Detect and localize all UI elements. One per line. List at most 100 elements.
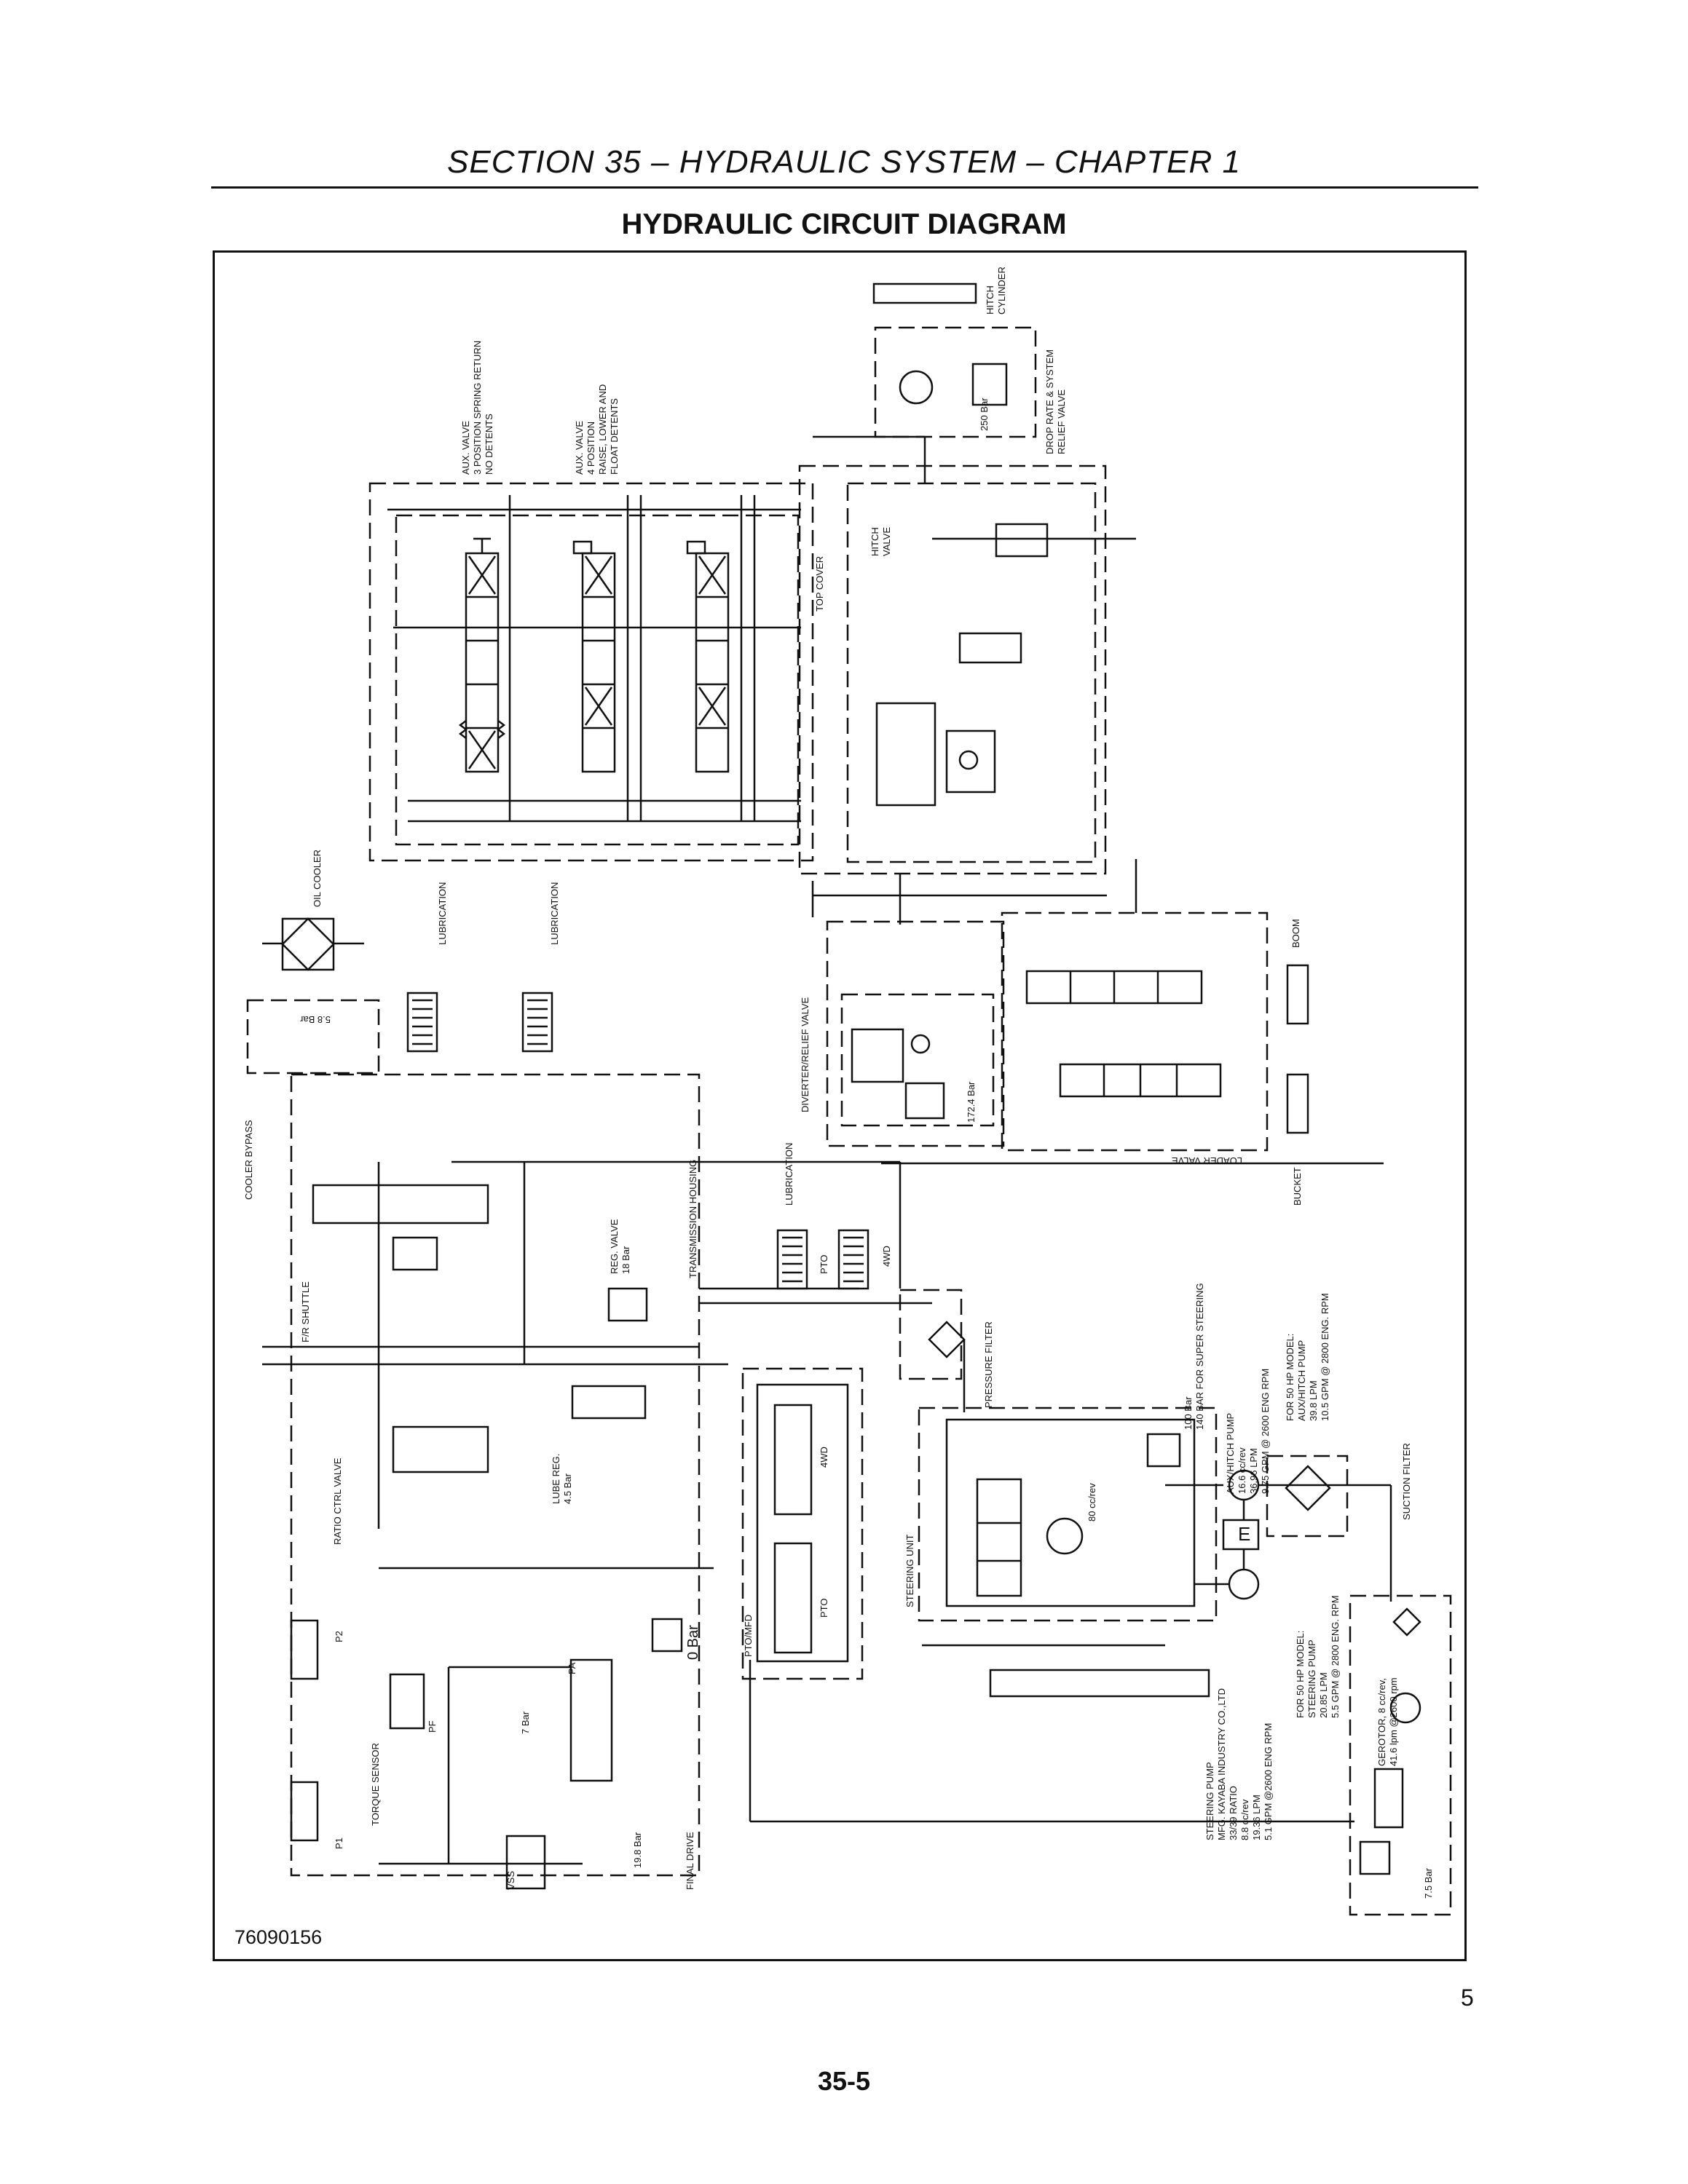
p1-cylinder [290,1781,319,1842]
loader-valve-outline [1001,911,1269,1152]
cooler-relief-pressure: 5.8 Bar [299,1014,331,1025]
bucket-label: BUCKET [1292,1167,1303,1206]
lubrication-1-cooler [406,992,438,1053]
boom-cylinder [1286,964,1309,1025]
aux-valve-3-spool [686,540,730,773]
diverter-relief-label: DIVERTER/RELIEF VALVE [800,997,811,1112]
page-footer: 35-5 [817,2066,871,2096]
svg-text:HITCH CYLINDER: HITCH CYLINDER [985,266,1007,314]
svg-text:LUBE REG. 4.5 Bar: LUBE REG. 4.5 Bar [551,1451,573,1504]
oil-cooler-label: OIL COOLER [312,850,323,907]
drop-rate-relief-outline [874,326,1037,438]
steering-unit-label: STEERING UNIT [904,1535,915,1607]
svg-text:STEERING PUMP MFG. KAYAB: STEERING PUMP MFG. KAYABA INDUSTRY CO.,L… [1204,1685,1274,1840]
lube-reg [571,1385,647,1420]
cooler-bypass-label: COOLER BYPASS [243,1120,254,1200]
transmission-housing-outline [290,1073,701,1877]
hitch-valve-block [995,523,1049,558]
torque-sensor-label: TORQUE SENSOR [370,1743,381,1826]
ratio-ctrl-valve [392,1425,489,1473]
pressure-filter-label: PRESSURE FILTER [983,1321,994,1408]
svg-text:DROP RATE & SYSTEM RELIE: DROP RATE & SYSTEM RELIEF VALVE [1044,347,1067,454]
ptomfd-pto-label: PTO [819,1599,829,1618]
diagram-frame [213,250,1467,1961]
ratio-ctrl-label: RATIO CTRL VALVE [332,1457,343,1545]
diagram-title: HYDRAULIC CIRCUIT DIAGRAM [621,208,1067,240]
lubrication-1-label: LUBRICATION [437,882,448,945]
fr-shuttle-valve [312,1184,489,1224]
diagram-reference-number: 76090156 [234,1926,323,1948]
svg-text:FOR 50 HP MODEL: AUX/HIT: FOR 50 HP MODEL: AUX/HITCH PUMP 39.8 LPM… [1285,1293,1330,1421]
page-number: 5 [1461,1985,1474,2011]
gerotor-pump [1389,1692,1421,1724]
steering-pump [1228,1568,1260,1600]
zero-bar-label: 0 Bar [685,1625,701,1660]
p1-label: P1 [334,1837,344,1849]
lubrication-2-cooler [521,992,553,1053]
pto-mfd-pto-valve [773,1542,813,1654]
svg-text:AUX. VALVE 4 POSITION: AUX. VALVE 4 POSITION RAISE, LOWER AND F… [574,381,620,475]
svg-text:FOR 50 HP MODEL: STEERIN: FOR 50 HP MODEL: STEERING PUMP 20.85 LPM… [1295,1595,1341,1718]
aux-valve-1-label-l1: AUX. VALVE [460,421,471,475]
ptomfd-label: PTO/MFD [743,1615,754,1657]
aux-valve-2-spool [572,540,616,773]
suction-filter-outline [1266,1455,1349,1538]
section-header: SECTION 35 – HYDRAULIC SYSTEM – CHAPTER … [447,144,1241,180]
seven-bar-label: 7 Bar [520,1711,531,1734]
pto-label: PTO [819,1255,829,1275]
suction-filter [1285,1465,1331,1511]
gerotor-relief-label: 7.5 Bar [1423,1867,1434,1899]
final-drive-valve [569,1658,613,1782]
p2-label: P2 [334,1631,344,1642]
final-drive-pressure-label: 19.8 Bar [632,1832,643,1868]
svg-text:AUX. VALVE 3 POSITION SP: AUX. VALVE 3 POSITION SPRING RETURN NO D… [460,338,494,475]
engine-label: E [1238,1523,1250,1545]
aux-valve-1-spool [458,537,506,773]
pressure-filter-outline [899,1289,963,1380]
loader-valve-label: LOADER VALVE [1172,1155,1242,1166]
torque-sensor [389,1673,425,1730]
suction-filter-label: SUCTION FILTER [1401,1443,1412,1520]
bucket-cylinder [1286,1073,1309,1134]
vss-label: VSS [505,1871,516,1890]
ptomfd-4wd-label: 4WD [819,1447,829,1468]
pf-label: PF [427,1720,438,1733]
pa-label: PA [567,1662,577,1674]
svg-text:REG. VALVE 18 Bar: REG. VALVE 18 Bar [609,1216,631,1274]
hitch-cylinder [872,282,977,304]
vss-valve [505,1835,546,1890]
header-rule [211,186,1478,189]
pto-mfd-4wd-valve [773,1404,813,1516]
top-cover-outline [798,464,1107,875]
lubrication-3-label: LUBRICATION [784,1143,794,1206]
steering-cylinder [989,1669,1210,1698]
boom-label: BOOM [1290,919,1301,948]
lubrication-3-cooler [776,1229,808,1290]
hitch-relief-pressure: 250 Bar [979,397,990,431]
svg-text:GEROTOR, 8 cc/rev, 41.6: GEROTOR, 8 cc/rev, 41.6 lpm @2600 rpm [1376,1676,1399,1767]
steering-unit-motor [1046,1517,1084,1555]
reg-valve [607,1287,648,1322]
fr-shuttle-label: F/R SHUTTLE [300,1281,311,1342]
final-drive-label: FINAL DRIVE [685,1832,695,1890]
pto-cooler [837,1229,869,1290]
diverter-relief-outline [826,920,1005,1147]
gerotor-outline [1349,1594,1452,1916]
pto-mfd-outline [741,1367,864,1680]
aux-valve-1-label-l3: NO DETENTS [484,414,494,475]
lubrication-2-label: LUBRICATION [549,882,560,945]
svg-text:AUX/HITCH PUMP 16.6 cc/r: AUX/HITCH PUMP 16.6 cc/rev 36.96 LPM 9.7… [1225,1369,1271,1494]
fourwd-label: 4WD [881,1246,892,1267]
transmission-housing-label: TRANSMISSION HOUSING [687,1160,698,1278]
top-cover-label: TOP COVER [814,556,825,612]
oil-cooler [281,917,335,971]
aux-valve-bank-outline [368,482,814,862]
pressure-filter [928,1321,966,1358]
engine [1222,1519,1260,1551]
svg-text:HITCH VALVE: HITCH VALVE [869,525,892,556]
steering-unit-disp: 80 cc/rev [1086,1483,1097,1522]
p2-cylinder [290,1619,319,1680]
diverter-pressure-label: 172.4 Bar [966,1081,977,1123]
aux-valve-1-label-l2: 3 POSITION SPRING RETURN [472,341,483,475]
